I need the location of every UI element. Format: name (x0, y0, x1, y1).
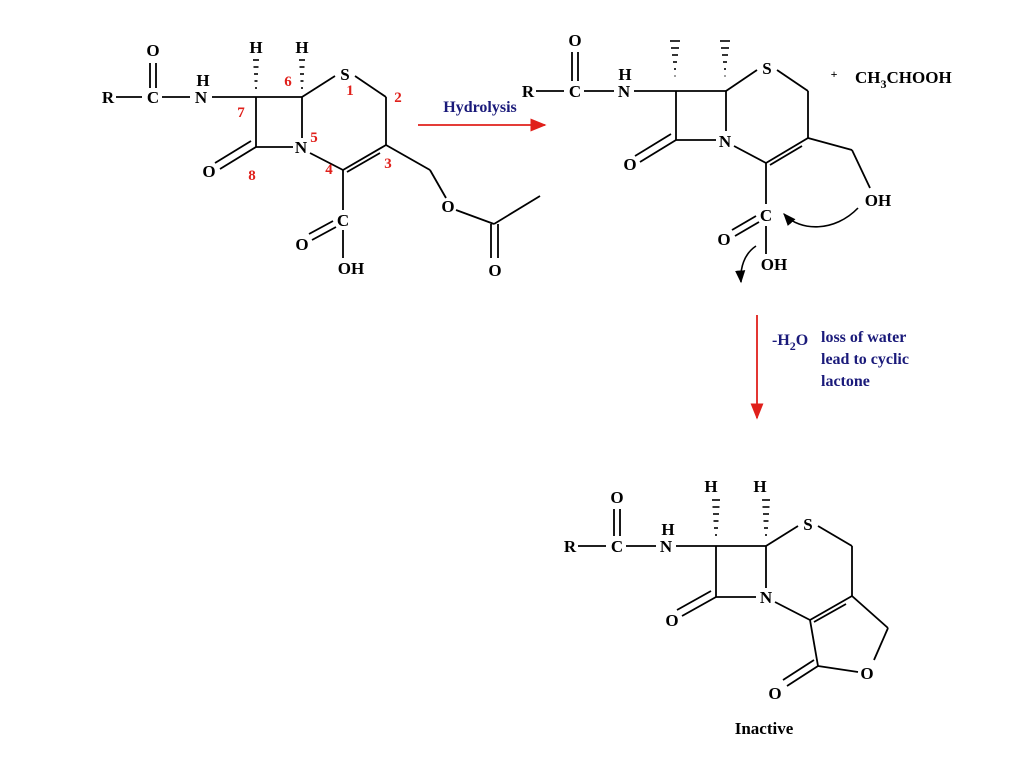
water-loss-note-line-1: loss of water (821, 329, 906, 346)
water-loss-formula: -H2O (772, 332, 808, 353)
amide-nitrogen-label: N (195, 88, 208, 107)
position-numbers: 1 2 3 4 5 6 7 8 (237, 74, 402, 184)
water-loss-note-line-3: lactone (821, 373, 870, 390)
product-status-label: Inactive (735, 719, 794, 738)
plus-sign: + (831, 67, 838, 81)
amide-hydrogen-label: H (196, 71, 209, 90)
carbonyl-carbon-label: C (147, 88, 159, 107)
product-structure: R C O N H H H S N O O O Inactive (564, 477, 889, 738)
intermediate-structure: R C O N H S N O C O OH OH (522, 31, 891, 284)
r-group-label: R (522, 82, 535, 101)
reactant-structure: R C O N H H H S N O C O OH O O 1 2 3 4 5… (102, 38, 541, 280)
amide-nitrogen-label: N (660, 537, 673, 556)
curved-arrow-oh-leaving (735, 245, 757, 284)
ring-nitrogen-label: N (760, 588, 773, 607)
r-group-label: R (564, 537, 577, 556)
acid-oxygen-label: O (295, 235, 308, 254)
lactone-carbonyl-oxygen-label: O (768, 684, 781, 703)
hydrolysis-step: Hydrolysis (418, 99, 547, 132)
position-number-4: 4 (325, 162, 333, 178)
ester-carbonyl-oxygen-label: O (488, 261, 501, 280)
hashed-wedge-c7 (670, 40, 680, 77)
position-number-1: 1 (346, 83, 354, 99)
curved-arrow-oh-attack (783, 207, 859, 228)
water-loss-step: -H2O loss of water lead to cyclic lacton… (750, 315, 909, 420)
position-number-2: 2 (394, 90, 402, 106)
byproduct-acetic-acid: + CH3CHOOH (831, 67, 952, 91)
carbonyl-carbon-label: C (569, 82, 581, 101)
lactam-oxygen-label: O (665, 611, 678, 630)
hashed-wedge-c6 (720, 40, 730, 77)
alcohol-hydroxyl-label: OH (865, 191, 891, 210)
ring-nitrogen-label: N (295, 138, 308, 157)
lactam-oxygen-label: O (623, 155, 636, 174)
position-number-7: 7 (237, 105, 245, 121)
hydrolysis-label: Hydrolysis (443, 99, 517, 116)
sulfur-label: S (762, 59, 771, 78)
hydrogen-c6-label: H (753, 477, 766, 496)
r-group-label: R (102, 88, 115, 107)
position-number-6: 6 (284, 74, 292, 90)
amide-nitrogen-label: N (618, 82, 631, 101)
hydrogen-c7-label: H (704, 477, 717, 496)
lactone-oxygen-label: O (860, 664, 873, 683)
acid-oxygen-label: O (717, 230, 730, 249)
acid-carbon-label: C (760, 206, 772, 225)
hashed-wedge-h7 (253, 59, 259, 89)
hydrogen-c7-label: H (249, 38, 262, 57)
amide-hydrogen-label: H (618, 65, 631, 84)
water-loss-note-line-2: lead to cyclic (821, 351, 909, 368)
carbonyl-oxygen-label: O (146, 41, 159, 60)
carbonyl-carbon-label: C (611, 537, 623, 556)
byproduct-formula: CH3CHOOH (855, 68, 952, 91)
carbonyl-oxygen-label: O (610, 488, 623, 507)
lactam-oxygen-label: O (202, 162, 215, 181)
ester-oxygen-label: O (441, 197, 454, 216)
acid-hydroxyl-label: OH (338, 259, 364, 278)
hashed-wedge-h6 (762, 499, 770, 536)
acid-hydroxyl-label: OH (761, 255, 787, 274)
position-number-8: 8 (248, 168, 256, 184)
acid-carbon-label: C (337, 211, 349, 230)
position-number-5: 5 (310, 130, 318, 146)
hashed-wedge-h6 (299, 59, 305, 89)
ring-nitrogen-label: N (719, 132, 732, 151)
hydrogen-c6-label: H (295, 38, 308, 57)
position-number-3: 3 (384, 156, 392, 172)
amide-hydrogen-label: H (661, 520, 674, 539)
carbonyl-oxygen-label: O (568, 31, 581, 50)
hashed-wedge-h7 (712, 499, 720, 536)
sulfur-label: S (340, 65, 349, 84)
sulfur-label: S (803, 515, 812, 534)
